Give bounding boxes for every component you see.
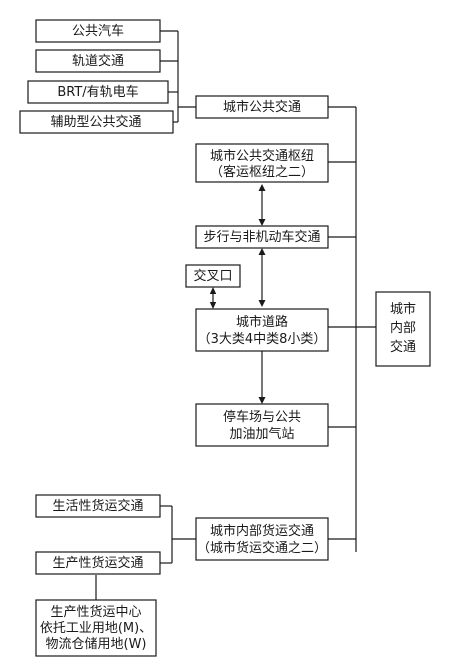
node-internal-freight-line1: 城市内部货运交通 — [210, 523, 314, 539]
node-rail: 轨道交通 — [35, 49, 161, 73]
node-internal-transport-line3: 交通 — [390, 339, 416, 355]
node-aux-transit: 辅助型公共交通 — [19, 110, 174, 134]
node-transit-hub-line1: 城市公共交通枢纽 — [210, 148, 314, 164]
node-internal-transport: 城市 内部 交通 — [375, 291, 431, 367]
node-public-transit-label: 城市公共交通 — [223, 99, 301, 115]
node-freight-center-line2: 依托工业用地(M)、 — [40, 621, 152, 636]
node-internal-freight-line2: （城市货运交通之二） — [197, 540, 327, 556]
node-bus-label: 公共汽车 — [72, 23, 124, 39]
node-living-freight: 生活性货运交通 — [35, 494, 161, 518]
node-walk-nonmotor-label: 步行与非机动车交通 — [203, 229, 320, 245]
node-parking-fuel: 停车场与公共 加油加气站 — [195, 403, 329, 447]
node-production-freight-label: 生产性货运交通 — [52, 555, 143, 571]
node-living-freight-label: 生活性货运交通 — [52, 498, 143, 514]
node-freight-center: 生产性货运中心 依托工业用地(M)、 物流仓储用地(W) — [35, 599, 157, 657]
node-public-transit: 城市公共交通 — [195, 95, 329, 119]
node-brt-label: BRT/有轨电车 — [57, 84, 138, 100]
node-transit-hub-line2: （客运枢纽之二） — [210, 164, 314, 180]
node-internal-transport-line2: 内部 — [390, 320, 416, 336]
node-brt: BRT/有轨电车 — [27, 80, 169, 104]
node-parking-fuel-line2: 加油加气站 — [229, 426, 294, 442]
node-urban-road: 城市道路 （3大类4中类8小类） — [195, 308, 329, 352]
node-freight-center-line3: 物流仓储用地(W) — [46, 637, 147, 652]
node-intersection: 交叉口 — [185, 264, 241, 288]
node-urban-road-line2: （3大类4中类8小类） — [198, 332, 327, 347]
node-walk-nonmotor: 步行与非机动车交通 — [195, 225, 329, 249]
node-aux-transit-label: 辅助型公共交通 — [50, 114, 141, 130]
node-parking-fuel-line1: 停车场与公共 — [223, 409, 301, 425]
node-transit-hub: 城市公共交通枢纽 （客运枢纽之二） — [195, 143, 329, 183]
node-rail-label: 轨道交通 — [72, 53, 124, 69]
node-bus: 公共汽车 — [35, 19, 161, 43]
connector-lines — [95, 30, 376, 600]
node-intersection-label: 交叉口 — [193, 268, 232, 284]
node-internal-transport-line1: 城市 — [390, 301, 416, 317]
node-urban-road-line1: 城市道路 — [236, 314, 288, 330]
node-production-freight: 生产性货运交通 — [35, 551, 161, 575]
node-freight-center-line1: 生产性货运中心 — [50, 604, 141, 620]
node-internal-freight: 城市内部货运交通 （城市货运交通之二） — [195, 517, 329, 561]
